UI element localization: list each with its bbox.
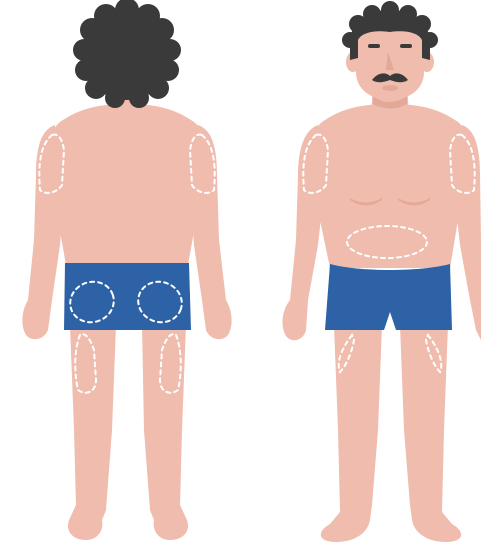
back-torso	[49, 104, 206, 265]
front-torso	[310, 104, 469, 268]
back-view-figure	[22, 0, 231, 540]
back-right-leg	[142, 325, 188, 540]
front-mouth	[382, 85, 398, 91]
front-shorts	[325, 264, 452, 330]
front-left-eyebrow	[368, 44, 380, 48]
back-hair	[73, 0, 181, 108]
front-view-figure	[283, 1, 481, 542]
back-left-leg	[68, 325, 116, 540]
front-right-eyebrow	[400, 44, 412, 48]
front-left-leg	[321, 325, 382, 542]
